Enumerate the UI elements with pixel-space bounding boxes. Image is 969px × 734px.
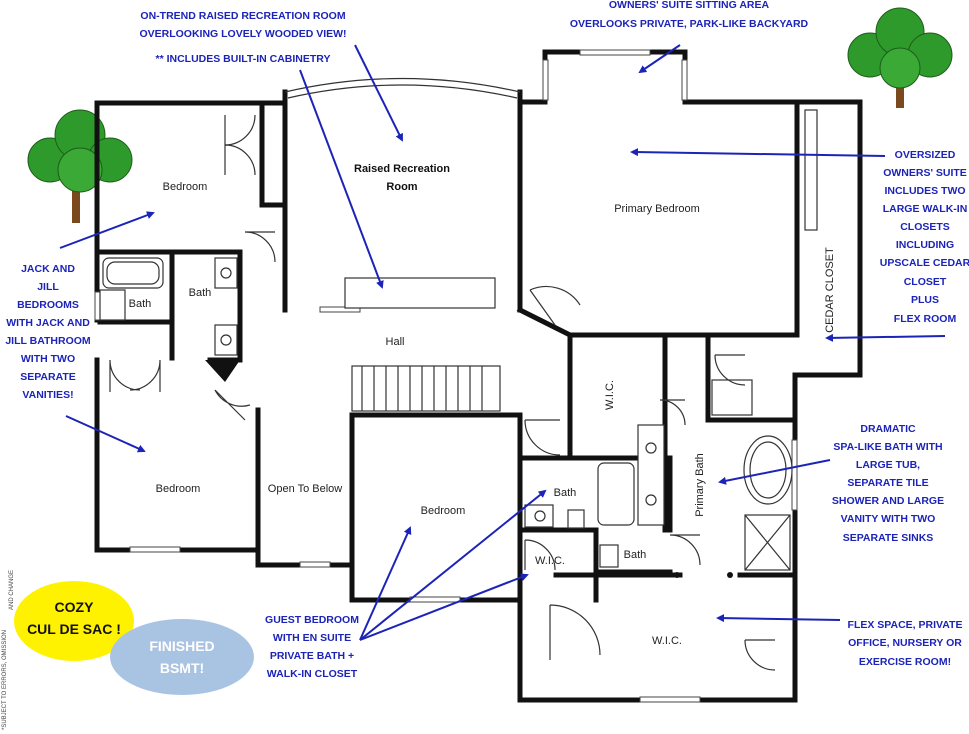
arrow-owners-suite [630,148,886,157]
arrow-recreation [354,44,403,142]
note-flex-line-3: EXERCISE ROOM! [859,656,951,668]
note-owners-line-10: FLEX ROOM [894,313,957,325]
callout-arrows [59,44,946,641]
badge-cul-de-sac-line-1: COZY [55,599,95,615]
disclaimer-line-2: AND CHANGE [9,570,15,610]
note-guest-line-3: PRIVATE BATH + [270,650,354,662]
note-jj-line-8: VANITIES! [22,389,73,401]
tree-icon-right [847,7,953,108]
note-spa-line-4: SEPARATE TILE [847,477,928,489]
room-label-recreation-1: Raised Recreation [354,163,450,175]
note-spa-line-5: SHOWER AND LARGE [832,495,944,507]
room-label-wic-south: W.I.C. [652,635,682,647]
note-sitting-area: OWNERS' SUITE SITTING AREA OVERLOOKS PRI… [570,0,809,30]
arrow-guest-bath [359,489,547,641]
room-label-bath-right: Bath [189,287,212,299]
note-cabinetry: ** INCLUDES BUILT-IN CABINETRY [155,53,330,65]
room-label-primary-bedroom: Primary Bedroom [614,203,700,215]
room-label-recreation-2: Room [386,181,417,193]
room-label-bath-left: Bath [129,298,152,310]
arrow-jj-bedroom-north [59,211,155,249]
note-sitting-line-2: OVERLOOKS PRIVATE, PARK-LIKE BACKYARD [570,18,809,30]
note-owners-line-1: OVERSIZED [895,149,956,161]
disclaimer: *SUBJECT TO ERRORS, OMISSION AND CHANGE [2,570,15,730]
note-jj-line-4: WITH JACK AND [6,317,90,329]
note-owners-line-9: PLUS [911,294,939,306]
note-owners-line-2: OWNERS' SUITE [883,167,967,179]
badge-basement-line-1: FINISHED [149,638,214,654]
arrow-guest-wic [359,573,529,641]
arrow-cedar-closet [825,333,946,342]
staircase [351,365,501,412]
fixtures [99,109,818,671]
room-label-hall: Hall [386,336,405,348]
note-owners-line-8: CLOSET [904,276,947,288]
room-label-guest-bath: Bath [554,487,577,499]
note-spa-bath: DRAMATIC SPA-LIKE BATH WITH LARGE TUB, S… [832,423,944,544]
note-recreation-line-2: OVERLOOKING LOVELY WOODED VIEW! [139,28,346,40]
note-flex-space: FLEX SPACE, PRIVATE OFFICE, NURSERY OR E… [848,619,963,668]
arrow-sitting-area [638,44,681,74]
arrow-flex-space [716,614,841,623]
room-label-guest-wic: W.I.C. [535,555,565,567]
note-jj-line-1: JACK AND [21,263,75,275]
room-label-cedar-closet: CEDAR CLOSET [824,247,836,333]
note-flex-line-2: OFFICE, NURSERY OR [848,637,962,649]
note-jj-line-2: JILL [37,281,59,293]
note-guest-line-2: WITH EN SUITE [273,632,351,644]
badge-cul-de-sac: COZY CUL DE SAC ! [14,581,134,661]
note-owners-line-7: UPSCALE CEDAR [880,257,969,269]
note-recreation-line-1: ON-TREND RAISED RECREATION ROOM [140,10,345,22]
note-owners-line-3: INCLUDES TWO [884,185,965,197]
note-spa-line-7: SEPARATE SINKS [843,532,934,544]
note-spa-line-2: SPA-LIKE BATH WITH [833,441,942,453]
note-jj-line-5: JILL BATHROOM [5,335,91,347]
arrow-spa-bath [718,459,831,485]
arrow-guest-bedroom [359,526,412,641]
tree-icon-left [27,109,133,223]
note-jj-line-7: SEPARATE [20,371,76,383]
disclaimer-line-1: *SUBJECT TO ERRORS, OMISSION [2,630,8,730]
note-jj-line-3: BEDROOMS [17,299,79,311]
room-label-bedroom-sw: Bedroom [156,483,201,495]
note-owners-line-4: LARGE WALK-IN [883,203,968,215]
note-owners-line-5: CLOSETS [900,221,950,233]
room-label-primary-bath: Primary Bath [694,453,706,517]
room-label-wic-primary: W.I.C. [604,380,616,410]
note-owners-line-6: INCLUDING [896,239,954,251]
note-guest-line-4: WALK-IN CLOSET [267,668,358,680]
arrow-cabinetry [299,69,384,289]
badge-basement-line-2: BSMT! [160,660,204,676]
note-flex-line-1: FLEX SPACE, PRIVATE [848,619,963,631]
note-spa-line-6: VANITY WITH TWO [841,513,936,525]
note-owners-suite: OVERSIZED OWNERS' SUITE INCLUDES TWO LAR… [880,149,969,325]
note-jj-line-6: WITH TWO [21,353,75,365]
note-jack-jill: JACK AND JILL BEDROOMS WITH JACK AND JIL… [5,263,91,401]
room-label-small-bath: Bath [624,549,647,561]
note-guest-line-1: GUEST BEDROOM [265,614,359,626]
room-label-bedroom-guest: Bedroom [421,505,466,517]
badge-cul-de-sac-line-2: CUL DE SAC ! [27,621,121,637]
room-label-bedroom-nw: Bedroom [163,181,208,193]
note-sitting-line-1: OWNERS' SUITE SITTING AREA [609,0,770,11]
note-spa-line-1: DRAMATIC [860,423,916,435]
badge-finished-basement: FINISHED BSMT! [110,619,254,695]
room-label-open-to-below: Open To Below [268,483,342,495]
note-guest-bedroom: GUEST BEDROOM WITH EN SUITE PRIVATE BATH… [265,614,359,680]
note-spa-line-3: LARGE TUB, [856,459,920,471]
arrow-jj-bedroom-south [65,415,146,453]
note-recreation: ON-TREND RAISED RECREATION ROOM OVERLOOK… [139,10,346,40]
